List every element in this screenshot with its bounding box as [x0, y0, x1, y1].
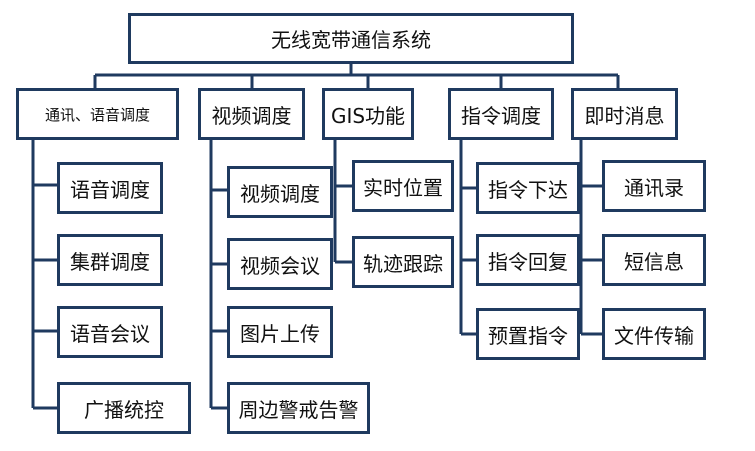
leaf-node-1-1: 视频会议 [227, 238, 333, 290]
category-node-0: 通讯、语音调度 [16, 88, 179, 140]
leaf-node-3-0: 指令下达 [476, 162, 580, 214]
leaf-node-3-2: 预置指令 [476, 308, 580, 360]
leaf-node-0-3: 广播统控 [57, 382, 191, 434]
category-node-2: GIS功能 [322, 88, 414, 140]
leaf-node-0-0: 语音调度 [57, 162, 163, 214]
leaf-node-4-0: 通讯录 [602, 160, 706, 212]
leaf-node-1-3: 周边警戒告警 [227, 382, 370, 434]
category-node-1: 视频调度 [198, 88, 305, 140]
leaf-node-0-1: 集群调度 [57, 234, 163, 286]
leaf-node-0-2: 语音会议 [57, 306, 163, 358]
leaf-node-1-2: 图片上传 [227, 306, 333, 358]
leaf-node-2-0: 实时位置 [352, 160, 454, 212]
category-node-3: 指令调度 [448, 88, 554, 140]
leaf-node-2-1: 轨迹跟踪 [352, 236, 454, 288]
leaf-node-1-0: 视频调度 [227, 166, 333, 218]
leaf-node-3-1: 指令回复 [476, 234, 580, 286]
root-node: 无线宽带通信系统 [128, 13, 574, 64]
leaf-node-4-1: 短信息 [602, 234, 706, 286]
leaf-node-4-2: 文件传输 [602, 308, 706, 360]
category-node-4: 即时消息 [571, 88, 678, 140]
